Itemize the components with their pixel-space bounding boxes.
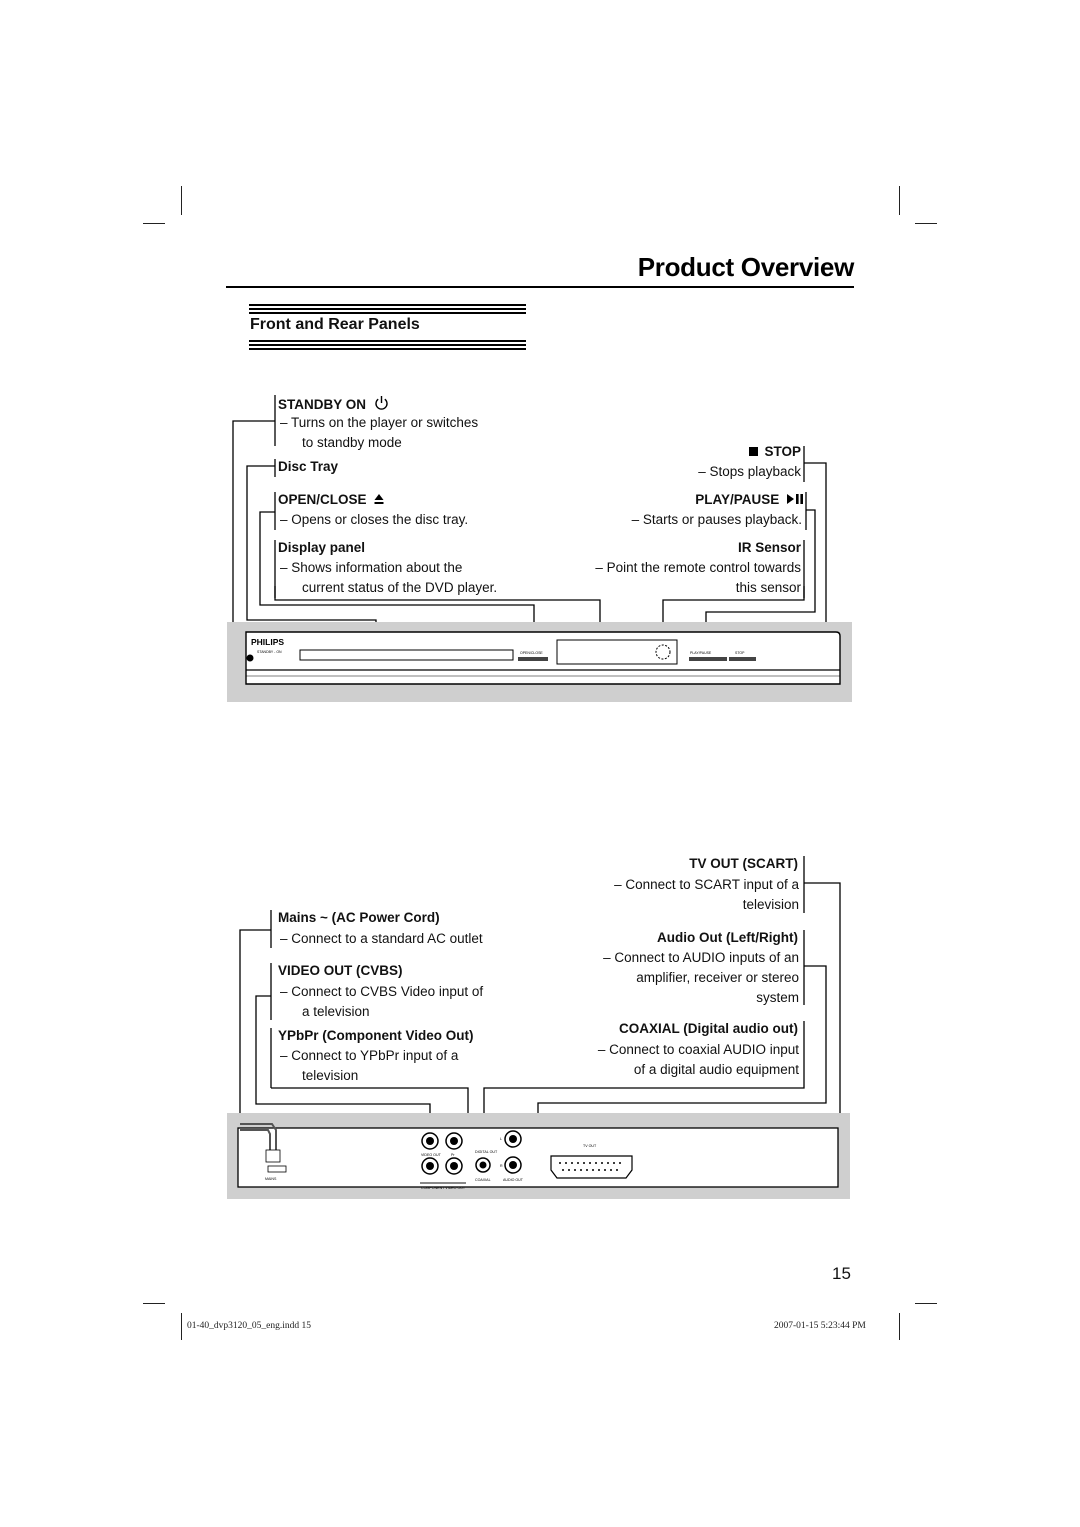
device-open-close-text: OPEN/CLOSE (520, 651, 543, 655)
coaxial-label: COAXIAL (Digital audio out) (619, 1021, 798, 1036)
open-close-label: OPEN/CLOSE (278, 492, 384, 507)
footer-timestamp: 2007-01-15 5:23:44 PM (774, 1321, 866, 1331)
page-number: 15 (832, 1264, 851, 1283)
brand-logo: PHILIPS (251, 637, 284, 647)
video-out-leader (255, 995, 431, 1132)
page-title: Product Overview (637, 252, 855, 282)
device-component-text: COMPONENT VIDEO OUT (421, 1186, 466, 1190)
mains-desc: – Connect to a standard AC outlet (280, 931, 483, 946)
mains-label: Mains ~ (AC Power Cord) (278, 910, 440, 925)
crop-mark (899, 1313, 900, 1340)
section-rule-top (249, 304, 526, 316)
ir-sensor-desc-2: this sensor (735, 580, 801, 595)
stop-desc: – Stops playback (698, 464, 801, 479)
crop-mark (181, 1313, 182, 1340)
open-close-desc: – Opens or closes the disc tray. (280, 512, 469, 527)
device-pr-text: Pr (451, 1153, 455, 1157)
tv-out-desc-2: television (742, 897, 799, 912)
video-out-desc-1: – Connect to CVBS Video input of (280, 984, 484, 999)
ypbpr-desc-2: television (302, 1068, 359, 1083)
crop-mark (143, 223, 165, 224)
audio-out-desc-2: amplifier, receiver or stereo (636, 970, 799, 985)
title-divider (226, 286, 854, 288)
play-pause-icon (787, 494, 803, 504)
play-pause-label: PLAY/PAUSE (695, 492, 804, 507)
eject-icon (374, 494, 384, 504)
stop-label: STOP (749, 444, 801, 459)
display-panel-desc-2: current status of the DVD player. (302, 580, 498, 595)
device-stop-text: STOP (735, 651, 745, 655)
ir-sensor-desc-1: – Point the remote control towards (595, 560, 801, 575)
video-out-label: VIDEO OUT (CVBS) (278, 963, 403, 978)
device-audio-out-text: AUDIO OUT (503, 1178, 524, 1182)
front-panel-device (227, 622, 852, 702)
section-rule-bottom (249, 340, 526, 352)
open-close-leader (259, 511, 535, 653)
coaxial-desc-2: of a digital audio equipment (633, 1062, 799, 1077)
video-out-desc-2: a television (302, 1004, 370, 1019)
stop-icon (749, 447, 759, 456)
footer-file: 01-40_dvp3120_05_eng.indd 15 (187, 1321, 312, 1331)
standby-desc-1: – Turns on the player or switches (280, 415, 479, 430)
disc-tray-label: Disc Tray (278, 459, 339, 474)
crop-mark (143, 1303, 165, 1304)
audio-out-leader (520, 965, 827, 1137)
audio-out-desc-3: system (756, 990, 799, 1005)
ypbpr-desc-1: – Connect to YPbPr input of a (280, 1048, 459, 1063)
crop-mark (181, 186, 182, 215)
coaxial-desc-1: – Connect to coaxial AUDIO input (597, 1042, 799, 1057)
device-coaxial-text: COAXIAL (475, 1178, 491, 1182)
audio-out-label: Audio Out (Left/Right) (657, 930, 798, 945)
standby-label: STANDBY ON (278, 395, 389, 412)
device-tv-out-text: TV OUT (583, 1144, 597, 1148)
display-panel-desc-1: – Shows information about the (280, 560, 463, 575)
crop-mark (899, 186, 900, 215)
tv-out-label: TV OUT (SCART) (689, 856, 798, 871)
ypbpr-label: YPbPr (Component Video Out) (278, 1028, 474, 1043)
tv-out-desc-1: – Connect to SCART input of a (614, 877, 799, 892)
audio-out-desc-1: – Connect to AUDIO inputs of an (603, 950, 799, 965)
device-play-text: PLAY/PAUSE (690, 651, 712, 655)
display-panel-label: Display panel (278, 540, 366, 555)
power-icon (375, 396, 388, 410)
ir-sensor-label: IR Sensor (737, 540, 801, 555)
device-l-text: L (500, 1137, 502, 1141)
device-digital-out-text: DIGITAL OUT (475, 1150, 498, 1154)
device-mains-text: MAINS (265, 1177, 277, 1181)
rear-panel-device (227, 1113, 850, 1199)
standby-desc-2: to standby mode (302, 435, 402, 450)
device-r-text: R (500, 1164, 503, 1168)
section-title: Front and Rear Panels (250, 316, 420, 333)
crop-mark (915, 223, 937, 224)
crop-mark (915, 1303, 937, 1304)
device-video-out-text: VIDEO OUT (421, 1153, 442, 1157)
device-standby-text: STANDBY - ON (257, 650, 282, 654)
play-pause-desc: – Starts or pauses playback. (631, 512, 802, 527)
